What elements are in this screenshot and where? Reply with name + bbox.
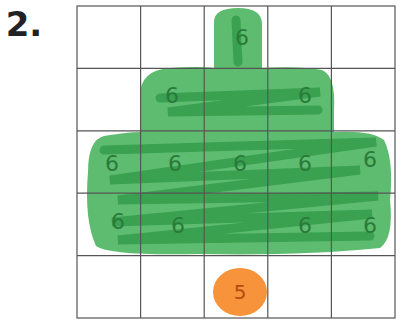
cell-number: 6 <box>171 215 185 237</box>
cell-number: 6 <box>111 211 125 233</box>
trunk-fill <box>213 268 267 316</box>
cell-number: 6 <box>298 153 312 175</box>
cell-number: 6 <box>165 85 179 107</box>
cell-number: 6 <box>363 149 377 171</box>
cell-number: 6 <box>233 153 247 175</box>
cell-number: 6 <box>298 215 312 237</box>
cell-number: 6 <box>298 85 312 107</box>
cell-number: 6 <box>105 153 119 175</box>
cell-number: 6 <box>168 153 182 175</box>
grid-border <box>77 6 395 318</box>
cell-number: 6 <box>235 27 249 49</box>
grid <box>77 6 395 318</box>
grid-lines <box>77 6 395 318</box>
exercise-number: 2. <box>6 7 43 41</box>
tree-scribble <box>104 20 378 240</box>
cell-number: 6 <box>363 215 377 237</box>
trunk-number: 5 <box>234 282 247 302</box>
trunk-coloring <box>213 268 267 316</box>
